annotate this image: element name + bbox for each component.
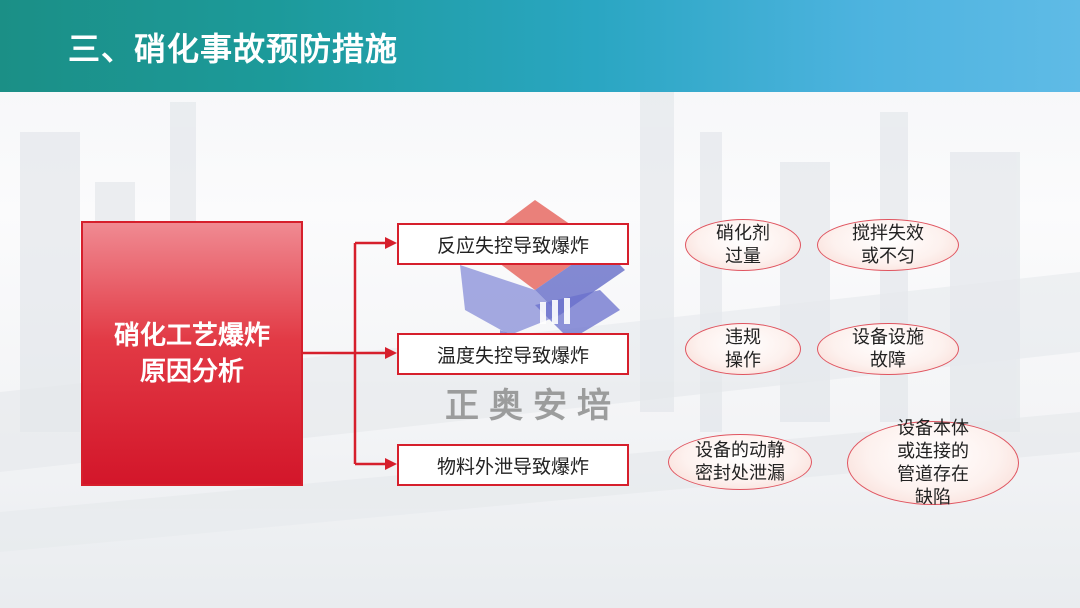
arrow-head-1 <box>385 237 397 249</box>
factor-text: 硝化剂过量 <box>716 223 770 267</box>
arrow-head-3 <box>385 458 397 470</box>
factor-text: 搅拌失效或不匀 <box>852 223 924 267</box>
factor-oval: 设备本体或连接的管道存在缺陷 <box>847 418 1019 508</box>
factor-text: 设备的动静密封处泄漏 <box>695 440 785 484</box>
main-cause-label: 硝化工艺爆炸原因分析 <box>113 320 270 387</box>
factor-oval: 违规操作 <box>685 323 801 375</box>
factor-oval: 搅拌失效或不匀 <box>817 219 959 271</box>
factor-oval: 硝化剂过量 <box>685 219 801 271</box>
main-cause-box: 硝化工艺爆炸原因分析 <box>81 221 303 486</box>
arrow-head-2 <box>385 347 397 359</box>
watermark-text: 正奥安培 <box>445 386 621 426</box>
factor-text: 违规操作 <box>725 327 761 371</box>
cause-box-temperature: 温度失控导致爆炸 <box>397 333 629 375</box>
cause-box-reaction: 反应失控导致爆炸 <box>397 223 629 265</box>
slide-title: 三、硝化事故预防措施 <box>68 30 399 68</box>
factor-text: 设备本体或连接的管道存在缺陷 <box>897 418 969 508</box>
cause-box-leakage: 物料外泄导致爆炸 <box>397 444 629 486</box>
factor-oval: 设备设施故障 <box>817 323 959 375</box>
factor-oval: 设备的动静密封处泄漏 <box>668 434 812 490</box>
factor-text: 设备设施故障 <box>852 327 924 371</box>
title-bar: 三、硝化事故预防措施 <box>0 0 1080 92</box>
